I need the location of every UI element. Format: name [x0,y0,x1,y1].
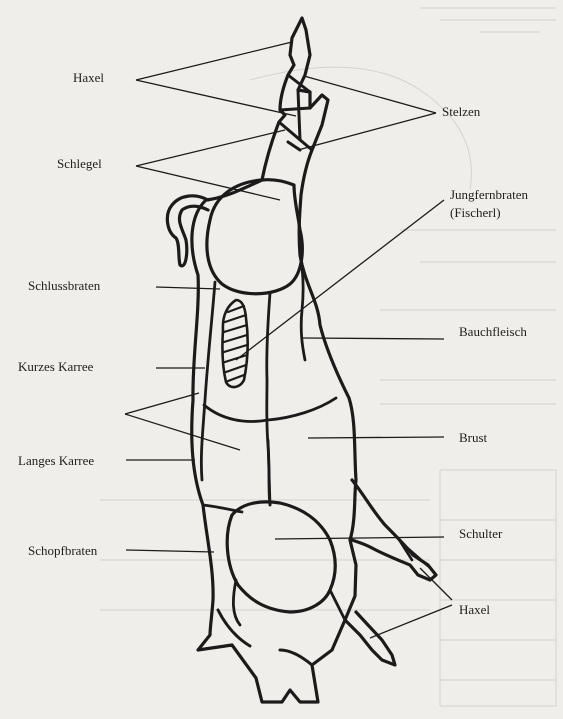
leader-schlussbraten [156,287,220,289]
label-stelzen: Stelzen [442,104,480,119]
leader-schopfbraten [126,550,214,552]
ham-round [207,180,302,294]
label-fischerl: (Fischerl) [450,205,501,220]
label-haxel-top: Haxel [73,70,104,85]
leader-schulter [275,537,444,539]
breast-line [204,398,336,421]
tenderloin-hatching [224,306,247,381]
leader-langes-karree-a [125,393,199,414]
label-jungfernbraten: Jungfernbraten [450,187,528,202]
label-schulter: Schulter [459,526,502,541]
neck-shape [218,610,312,665]
label-kurzes-karree: Kurzes Karree [18,359,93,374]
leader-langes-karree-b [125,414,240,450]
leader-haxel-bottom-b [370,605,452,638]
label-schlussbraten: Schlussbraten [28,278,100,293]
label-haxel-bottom: Haxel [459,602,490,617]
front-leg-lower [345,612,395,665]
shoulder-lower [233,580,345,625]
loin-divider-left [201,282,215,480]
front-leg [352,480,436,580]
leader-schlegel-a [136,130,285,166]
carcass-outline [192,18,356,702]
label-schopfbraten: Schopfbraten [28,543,97,558]
leader-brust [308,437,444,438]
label-brust: Brust [459,430,487,445]
label-langes-karree: Langes Karree [18,453,94,468]
tail [167,196,208,266]
leader-jungfernbraten [236,200,444,360]
label-bauchfleisch: Bauchfleisch [459,324,527,339]
leader-haxel-top-b [136,80,296,116]
leader-haxel-top-a [136,42,292,80]
shoulder [227,502,335,612]
label-schlegel: Schlegel [57,156,102,171]
